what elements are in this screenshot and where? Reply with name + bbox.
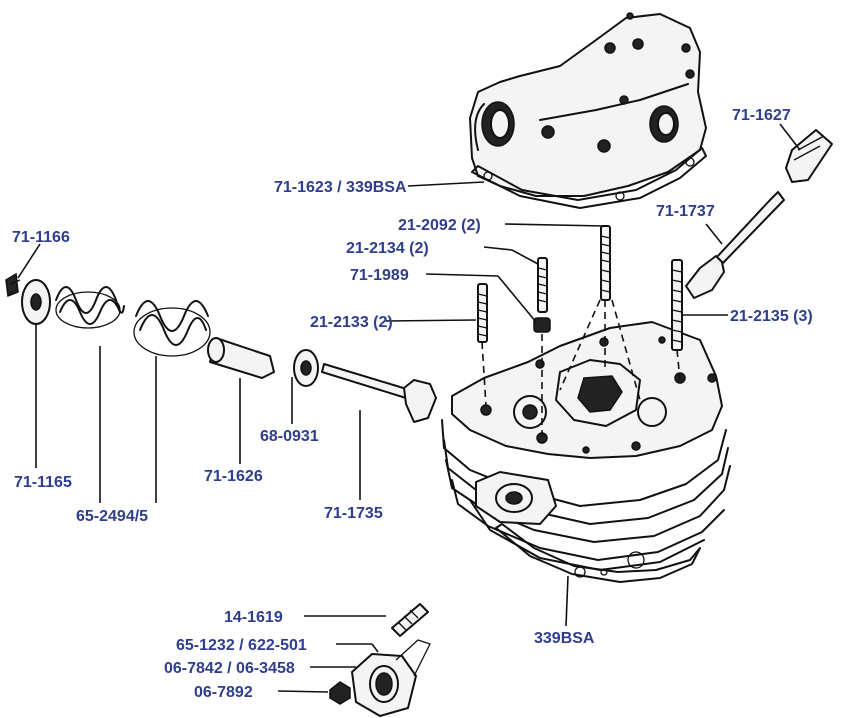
stud-21-2135 [671,259,683,351]
label-68-0931: 68-0931 [260,428,319,445]
exhaust-valve-71-1737 [685,191,785,299]
label-21-2092: 21-2092 (2) [398,217,481,234]
collets-71-1166 [5,272,21,298]
part-labels: 71-1627 71-1623 / 339BSA 21-2092 (2) 71-… [12,107,813,701]
label-14-1619: 14-1619 [224,609,283,626]
spring-collar-71-1165 [21,279,51,325]
rocker-box-cover [469,12,707,197]
stud-21-2092 [600,225,611,301]
label-06-7892: 06-7892 [194,684,253,701]
head-gasket [495,523,701,583]
stud-21-2133 [477,283,488,343]
label-71-1627: 71-1627 [732,107,791,124]
valve-cup-68-0931 [293,349,319,387]
inlet-flange-65-1232 [351,639,431,717]
assembly-centerlines [481,299,681,440]
rocker-box-gasket [471,147,707,209]
label-71-1735: 71-1735 [324,505,383,522]
label-06-7842: 06-7842 / 06-3458 [164,660,295,677]
nut-06-7892 [329,681,351,705]
label-21-2135: 21-2135 (3) [730,308,813,325]
cylinder-head [441,321,731,571]
inlet-valve-71-1735 [321,363,437,423]
dowel-71-1989 [533,317,551,333]
label-339bsa: 339BSA [534,630,595,647]
label-21-2134: 21-2134 (2) [346,240,429,257]
label-71-1989: 71-1989 [350,267,409,284]
leader-lines [17,123,801,693]
valve-guide-71-1626 [207,337,275,379]
label-71-1626: 71-1626 [204,468,263,485]
label-71-1623: 71-1623 / 339BSA [274,179,407,196]
label-71-1166: 71-1166 [12,229,70,246]
label-65-1232: 65-1232 / 622-501 [176,637,307,654]
valve-springs-65-2494 [55,286,211,357]
label-21-2133: 21-2133 (2) [310,314,393,331]
stud-21-2134 [537,257,548,313]
valve-guide-71-1627 [785,129,833,183]
stud-14-1619 [391,603,429,637]
label-71-1165: 71-1165 [14,474,72,491]
label-65-2494: 65-2494/5 [76,508,148,525]
label-71-1737: 71-1737 [656,203,715,220]
